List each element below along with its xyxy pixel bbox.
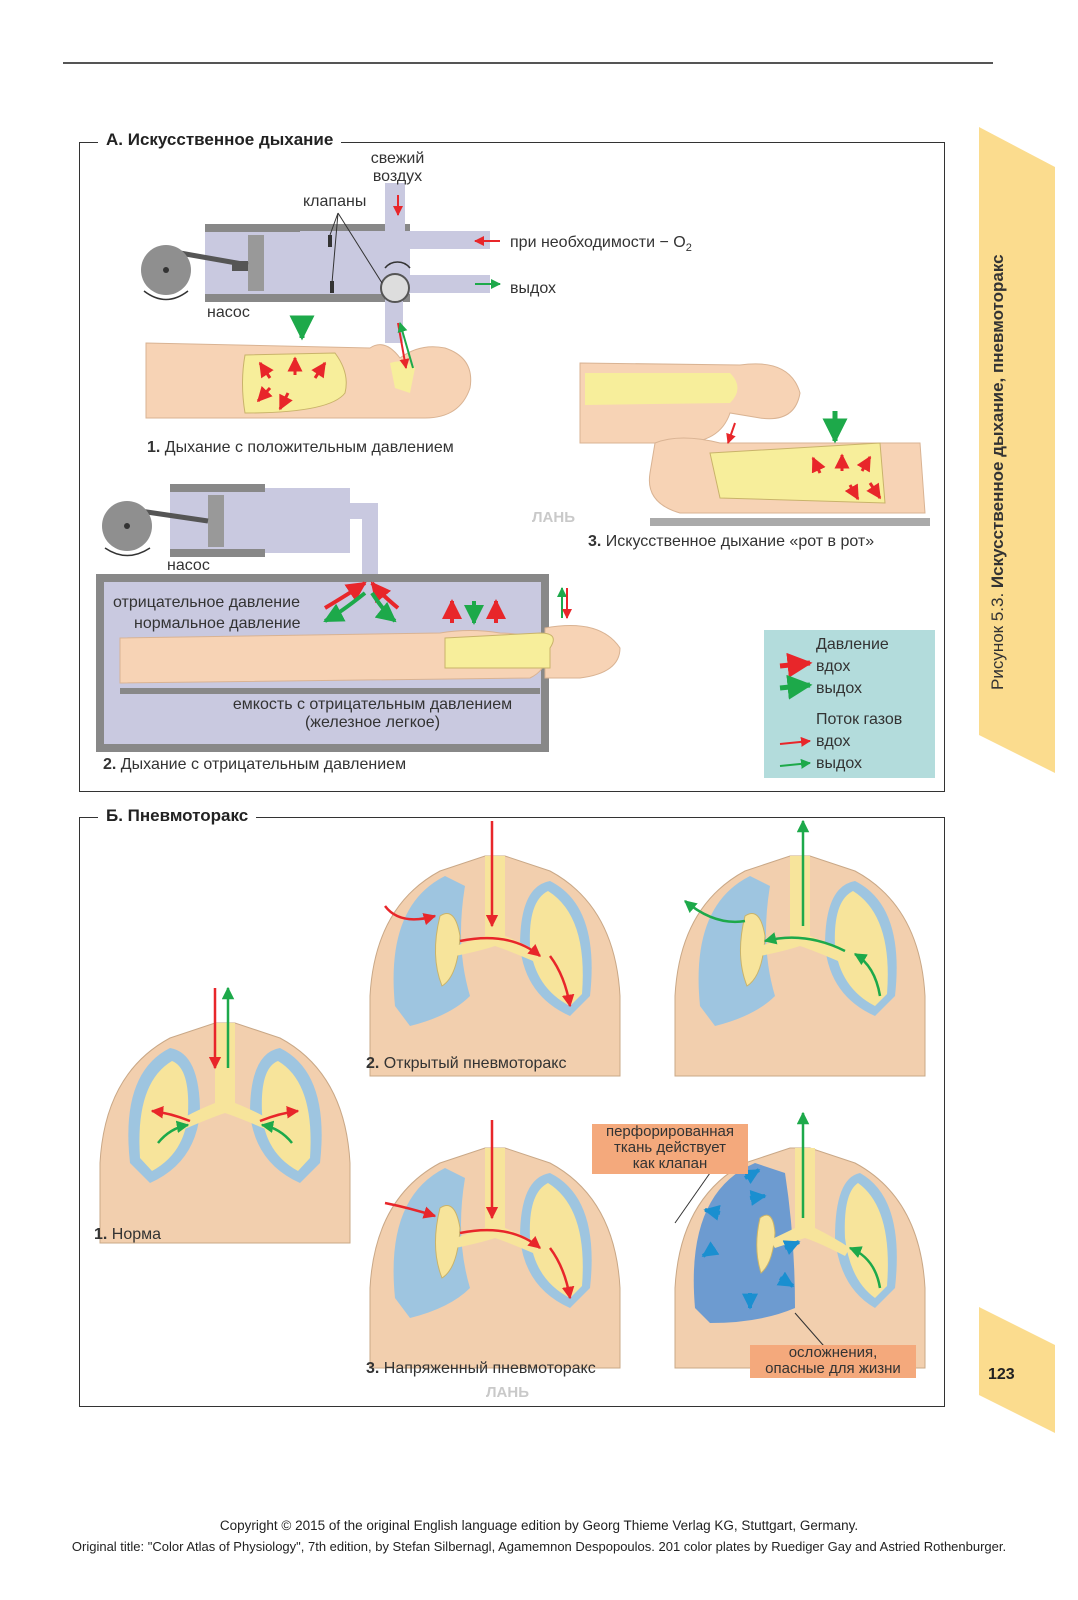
- legend-flow-out: выдох: [816, 755, 863, 772]
- side-tab-shape: [979, 127, 1055, 773]
- watermark-b: ЛАНЬ: [486, 1384, 529, 1401]
- chamber-label: емкость с отрицательным давлением(железн…: [232, 696, 513, 731]
- footer-copyright: Copyright © 2015 of the original English…: [219, 1518, 859, 1533]
- caption-b3: 3. Напряженный пневмоторакс: [366, 1360, 596, 1377]
- exhale-label: выдох: [510, 280, 557, 297]
- pump-1-label: насос: [207, 304, 250, 321]
- caption-b1: 1. Норма: [94, 1226, 162, 1243]
- patient-3: [579, 362, 930, 526]
- footer-original-title: Original title: "Color Atlas of Physiolo…: [71, 1539, 1007, 1554]
- legend-pressure-title: Давление: [816, 636, 889, 653]
- normal-pressure-label: нормальное давление: [134, 615, 301, 632]
- caption-a3: 3. Искусственное дыхание «рот в рот»: [588, 533, 875, 550]
- thorax-open-exhale: [674, 819, 926, 1077]
- pump-2: [102, 484, 378, 583]
- page-number: 123: [988, 1366, 1015, 1383]
- section-b-frame: [79, 817, 945, 1407]
- note-valve: перфорированная ткань действует как клап…: [592, 1124, 748, 1174]
- legend-flow-title: Поток газов: [816, 711, 903, 728]
- top-rule: [63, 62, 993, 64]
- thorax-tension-exhale: [674, 1111, 926, 1369]
- note-danger: осложнения, опасные для жизни: [750, 1345, 916, 1378]
- caption-b2: 2. Открытый пневмоторакс: [366, 1055, 567, 1072]
- thorax-normal: [99, 986, 351, 1244]
- iron-lung: [96, 574, 621, 752]
- section-b-illustration: [99, 819, 926, 1369]
- watermark-a: ЛАНЬ: [532, 509, 575, 526]
- pump-2-label: насос: [167, 557, 210, 574]
- side-figure-title: Рисунок 5.3. Искусственное дыхание, пнев…: [988, 254, 1007, 690]
- patient-1: [145, 315, 472, 419]
- caption-a1: 1. Дыхание с положительным давлением: [147, 439, 454, 456]
- negative-pressure-label: отрицательное давление: [113, 594, 300, 611]
- thorax-tension-inhale: [369, 1120, 621, 1369]
- pump-1: [141, 183, 490, 343]
- section-b-title: Б. Пневмоторакс: [98, 806, 257, 826]
- section-a-title: А. Искусственное дыхание: [98, 130, 342, 150]
- section-a-frame: [79, 142, 945, 792]
- thorax-open-inhale: [369, 821, 621, 1077]
- legend-pressure-in: вдох: [816, 658, 851, 675]
- section-a-illustration: [96, 183, 930, 769]
- caption-a2: 2. Дыхание с отрицательным давлением: [103, 756, 407, 773]
- valves-label: клапаны: [303, 193, 367, 210]
- o2-label: при необходимости − O2: [510, 234, 692, 255]
- legend-flow-in: вдох: [816, 733, 851, 750]
- page-number-tab: [979, 1307, 1055, 1433]
- legend-pressure-out: выдох: [816, 680, 863, 697]
